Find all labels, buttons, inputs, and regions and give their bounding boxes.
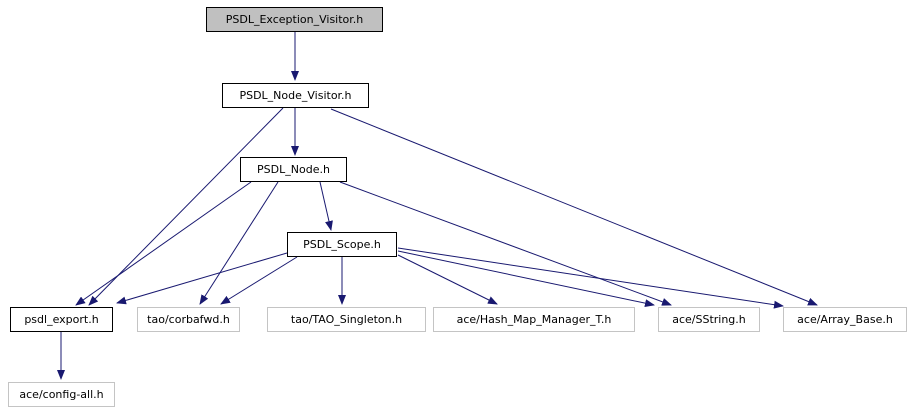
edge-scope-to-corbafwd	[220, 256, 298, 305]
node-psdl-scope[interactable]: PSDL_Scope.h	[287, 232, 397, 257]
node-psdl-node-visitor[interactable]: PSDL_Node_Visitor.h	[222, 83, 369, 108]
edge-node-to-psdl-export	[75, 181, 252, 306]
node-ace-config-all[interactable]: ace/config-all.h	[8, 382, 115, 407]
node-psdl-exception-visitor[interactable]: PSDL_Exception_Visitor.h	[206, 7, 383, 32]
edge-scope-to-hash-map-manager	[397, 254, 498, 305]
edge-node-to-scope	[319, 181, 333, 231]
node-tao-singleton[interactable]: tao/TAO_Singleton.h	[267, 307, 426, 332]
node-ace-hash-map-manager[interactable]: ace/Hash_Map_Manager_T.h	[433, 307, 635, 332]
edge-scope-to-array-base	[397, 247, 784, 309]
node-psdl-node[interactable]: PSDL_Node.h	[240, 157, 347, 182]
node-ace-sstring[interactable]: ace/SString.h	[658, 307, 760, 332]
node-tao-corbafwd[interactable]: tao/corbafwd.h	[137, 307, 240, 332]
edge-scope-to-sstring	[397, 250, 655, 308]
edge-node-visitor-to-array-base	[330, 108, 818, 306]
edge-node-visitor-to-psdl-export	[88, 107, 284, 306]
edge-node-to-sstring	[339, 181, 672, 306]
node-psdl-export[interactable]: psdl_export.h	[10, 307, 113, 332]
node-ace-array-base[interactable]: ace/Array_Base.h	[783, 307, 907, 332]
edge-node-to-corbafwd	[199, 181, 279, 305]
edge-scope-to-psdl-export	[116, 252, 288, 305]
